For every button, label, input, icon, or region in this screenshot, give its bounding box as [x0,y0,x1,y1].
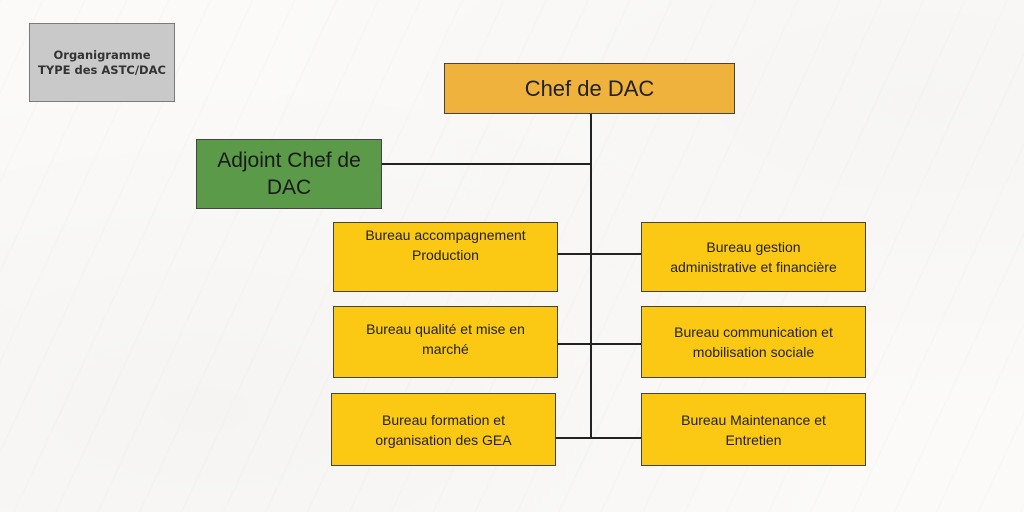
node-bureau-formation: Bureau formation et organisation des GEA [331,393,556,466]
node-label: Adjoint Chef de DAC [217,149,361,199]
node-bureau-qualite: Bureau qualité et mise en marché [333,306,558,378]
node-label: Bureau communication et mobilisation soc… [674,324,833,360]
node-bureau-accompagnement: Bureau accompagnement Production [333,222,558,292]
node-bureau-gestion: Bureau gestion administrative et financi… [641,222,866,292]
node-bureau-communication: Bureau communication et mobilisation soc… [641,306,866,378]
node-adjoint-chef: Adjoint Chef de DAC [196,139,382,209]
node-label: Bureau accompagnement Production [365,227,526,263]
node-label: Chef de DAC [524,75,655,101]
node-chef-de-dac: Chef de DAC [444,63,735,114]
node-label: Bureau formation et organisation des GEA [375,411,512,448]
node-label: Bureau Maintenance et Entretien [681,412,826,448]
node-bureau-maintenance: Bureau Maintenance et Entretien [641,393,866,466]
node-label: Bureau gestion administrative et financi… [670,239,837,275]
diagram-title-box: Organigramme TYPE des ASTC/DAC [29,23,175,102]
diagram-title: Organigramme TYPE des ASTC/DAC [38,47,166,77]
node-label: Bureau qualité et mise en marché [366,321,525,357]
